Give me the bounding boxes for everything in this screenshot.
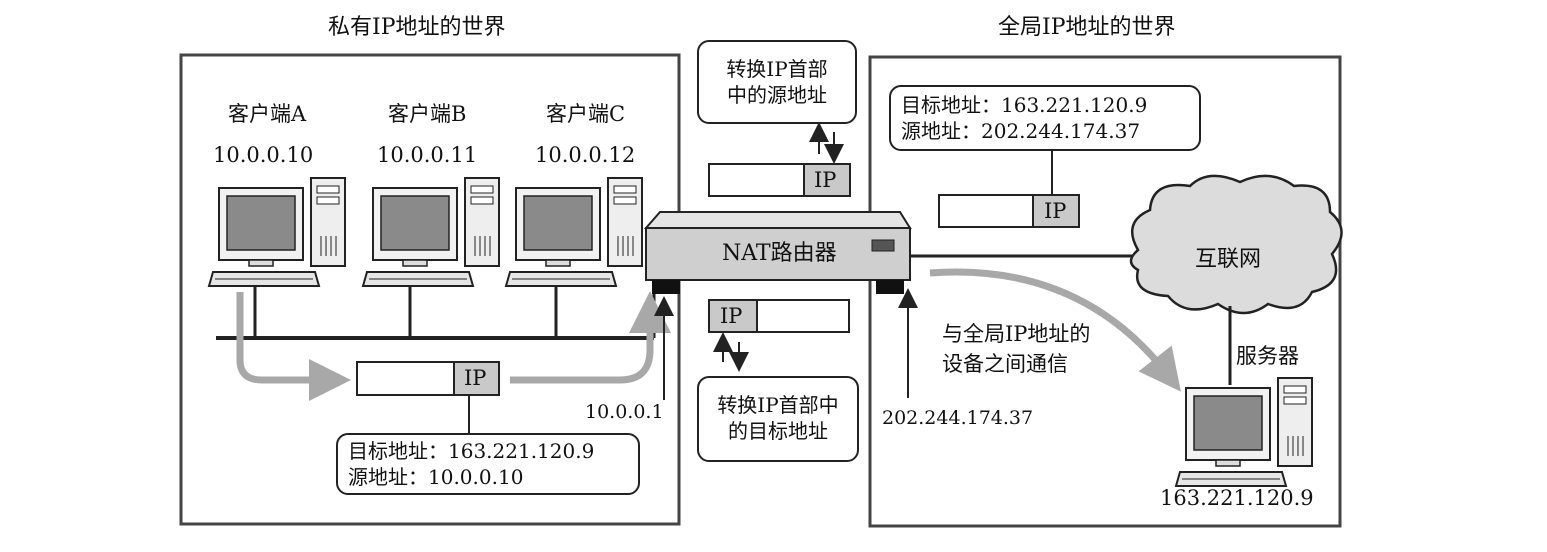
- router-label: NAT路由器: [722, 241, 837, 266]
- client-a-icon: [208, 177, 346, 287]
- global-packet-src: 源地址：202.244.174.37: [901, 119, 1141, 143]
- client-a-name: 客户端A: [228, 102, 307, 126]
- router-top-packet-ip-label: IP: [814, 168, 837, 192]
- router-bottom-note: 转换IP首部中 的目标地址: [697, 376, 859, 462]
- client-a-ip: 10.0.0.10: [213, 143, 314, 167]
- flow-note-line1: 与全局IP地址的: [942, 322, 1091, 346]
- private-packet-ip-label: IP: [464, 366, 487, 390]
- client-c-name: 客户端C: [546, 102, 626, 126]
- server-ip: 163.221.120.9: [1160, 486, 1314, 510]
- client-b-icon: [362, 177, 500, 287]
- private-flow-arrow: [236, 292, 351, 401]
- private-packet-header: [453, 361, 500, 396]
- global-packet-callout: 目标地址：163.221.120.9 源地址：202.244.174.37: [889, 85, 1201, 151]
- router-top-note-line1: 转换IP首部: [726, 57, 828, 81]
- private-packet-dest: 目标地址：163.221.120.9: [348, 439, 595, 463]
- flow-note-line2: 设备之间通信: [942, 352, 1068, 376]
- router-top-note-line2: 中的源地址: [727, 83, 827, 107]
- client-c-ip: 10.0.0.12: [535, 143, 636, 167]
- client-c-icon: [505, 177, 643, 287]
- router-inside-ip: 10.0.0.1: [585, 401, 664, 423]
- private-world-title: 私有IP地址的世界: [328, 15, 506, 40]
- client-b-name: 客户端B: [388, 102, 467, 126]
- router-bottom-note-line1: 转换IP首部中: [717, 393, 839, 417]
- router-outside-ip: 202.244.174.37: [882, 407, 1034, 429]
- global-world-frame: [868, 55, 1342, 528]
- router-bottom-packet-ip-label: IP: [720, 304, 743, 328]
- server-label: 服务器: [1236, 344, 1299, 368]
- global-packet-dest: 目标地址：163.221.120.9: [901, 93, 1148, 117]
- global-flow-arrow: [929, 268, 1181, 392]
- internet-cloud-icon: [1129, 174, 1343, 315]
- router-top: [643, 211, 912, 229]
- global-packet-ip-label: IP: [1044, 199, 1067, 223]
- server-icon: [1175, 377, 1313, 487]
- global-packet-body: [938, 194, 1034, 228]
- client-b-ip: 10.0.0.11: [377, 143, 478, 167]
- router-top-note: 转换IP首部 中的源地址: [697, 40, 857, 124]
- private-packet-callout: 目标地址：163.221.120.9 源地址：10.0.0.10: [336, 433, 640, 495]
- router-bottom-note-line2: 的目标地址: [728, 419, 828, 443]
- global-packet-header: [1032, 194, 1080, 228]
- internet-label: 互联网: [1195, 247, 1262, 272]
- private-packet-src: 源地址：10.0.0.10: [348, 465, 524, 489]
- private-packet-body: [356, 361, 455, 396]
- router-body: [645, 227, 911, 281]
- global-world-title: 全局IP地址的世界: [998, 15, 1176, 40]
